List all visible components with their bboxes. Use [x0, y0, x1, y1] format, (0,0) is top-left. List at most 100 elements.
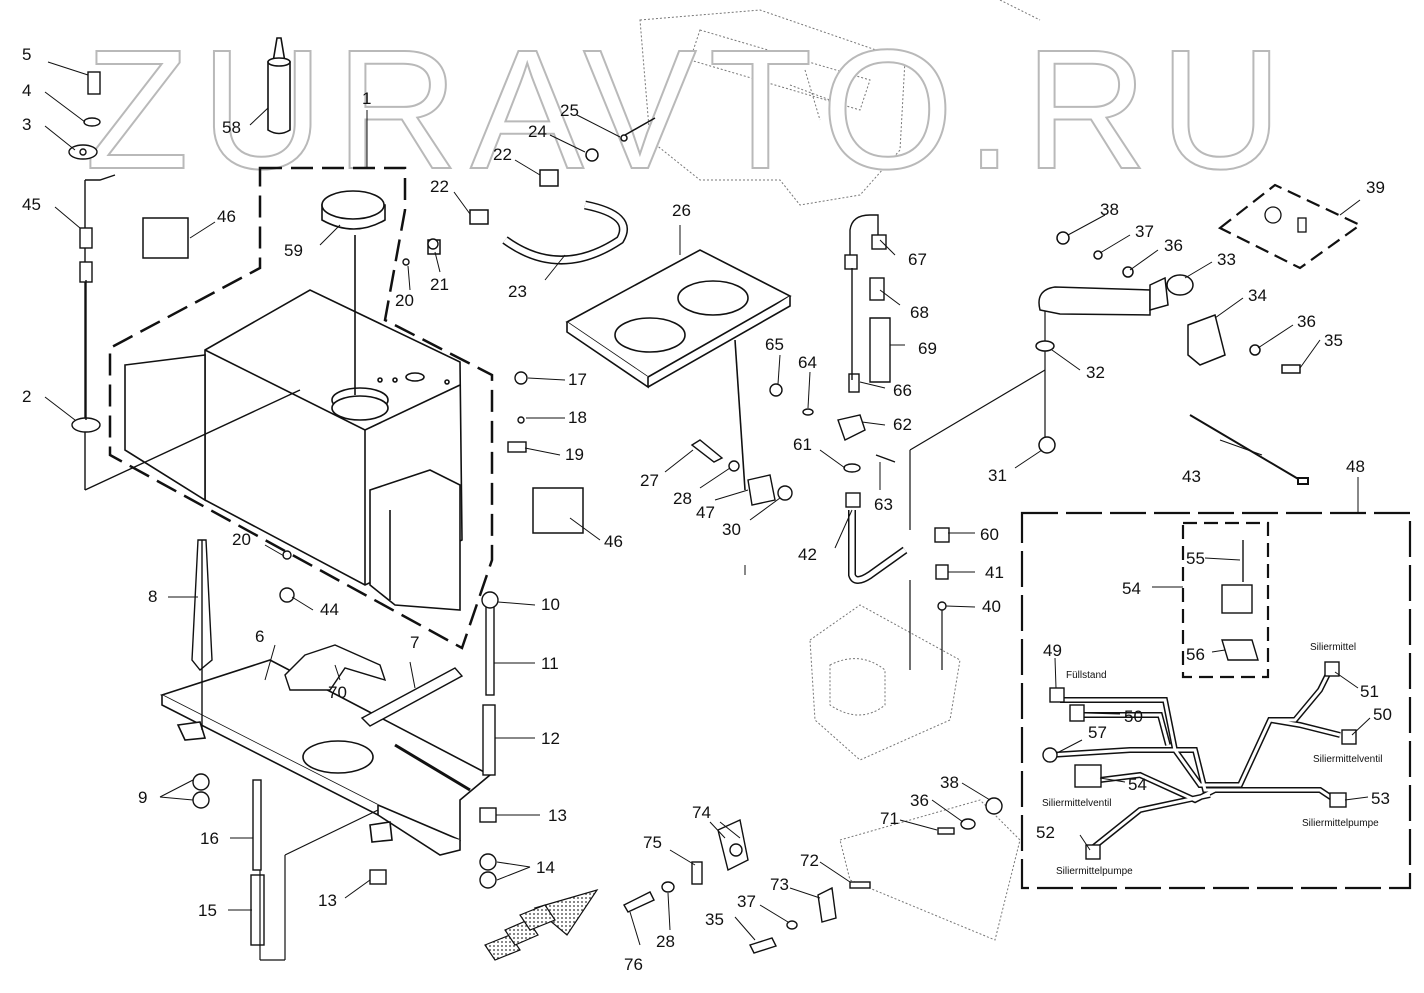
callout-16: 16 — [200, 829, 219, 848]
pipe-33 — [1035, 231, 1301, 454]
part-39-group — [1217, 183, 1363, 270]
harness-box-48 — [1020, 511, 1412, 890]
clamp-assembly-74 — [623, 797, 1003, 954]
label-siliermittelpumpe-left: Siliermittelpumpe — [1056, 866, 1133, 877]
callout-34: 34 — [1248, 286, 1267, 305]
label-siliermittelventil-right: Siliermittelventil — [1313, 754, 1382, 765]
callout-4: 4 — [22, 81, 31, 100]
callout-63: 63 — [874, 495, 893, 514]
callout-49: 49 — [1043, 641, 1062, 660]
callout-68: 68 — [910, 303, 929, 322]
callout-35-bottom: 35 — [705, 910, 724, 929]
callout-38-bottom: 38 — [940, 773, 959, 792]
ghost-tractor-body — [639, 0, 1041, 941]
part-46-pad-bottom — [532, 487, 584, 534]
callout-39: 39 — [1366, 178, 1385, 197]
harness-connectors — [1042, 540, 1357, 860]
callout-36-right: 36 — [1297, 312, 1316, 331]
callout-45: 45 — [22, 195, 41, 214]
callout-6: 6 — [255, 627, 264, 646]
callout-61: 61 — [793, 435, 812, 454]
callout-14: 14 — [536, 858, 555, 877]
harness-cables — [1049, 668, 1341, 853]
callout-46-top: 46 — [217, 207, 236, 226]
callout-56: 56 — [1186, 645, 1205, 664]
callout-1: 1 — [362, 89, 371, 108]
callout-22-right: 22 — [493, 145, 512, 164]
callout-73: 73 — [770, 875, 789, 894]
bracket-47 — [690, 439, 793, 506]
callout-numbers: 5 4 3 45 2 1 58 59 46 20 21 22 22 23 24 … — [22, 45, 1392, 974]
callout-35-right: 35 — [1324, 331, 1343, 350]
harness-cables-inner — [1049, 669, 1341, 852]
callout-57: 57 — [1088, 723, 1107, 742]
callout-20-bottom: 20 — [232, 530, 251, 549]
callout-25: 25 — [560, 101, 579, 120]
callout-13-right: 13 — [548, 806, 567, 825]
callout-64: 64 — [798, 353, 817, 372]
callout-13-left: 13 — [318, 891, 337, 910]
callout-72: 72 — [800, 851, 819, 870]
callout-8: 8 — [148, 587, 157, 606]
part-46-pad-top — [142, 217, 189, 259]
callout-5: 5 — [22, 45, 31, 64]
part-39-detail — [1264, 206, 1307, 233]
callout-27: 27 — [640, 471, 659, 490]
callout-44: 44 — [320, 600, 339, 619]
callout-66: 66 — [893, 381, 912, 400]
callout-37-top: 37 — [1135, 222, 1154, 241]
tray-26 — [565, 249, 792, 491]
callout-21: 21 — [430, 275, 449, 294]
callout-12: 12 — [541, 729, 560, 748]
label-fuellstand: Füllstand — [1066, 670, 1107, 681]
callout-leaders — [44, 61, 1371, 946]
callout-11: 11 — [541, 654, 559, 673]
callout-50-right: 50 — [1373, 705, 1392, 724]
callout-65: 65 — [765, 335, 784, 354]
callout-55: 55 — [1186, 549, 1205, 568]
level-sensor-assembly — [68, 71, 301, 491]
rods — [191, 539, 496, 946]
direction-arrow — [484, 888, 599, 961]
callout-33: 33 — [1217, 250, 1236, 269]
callout-43: 43 — [1182, 467, 1201, 486]
callout-70: 70 — [328, 683, 347, 702]
label-siliermittel: Siliermittel — [1310, 642, 1356, 653]
label-siliermittelpumpe-right: Siliermittelpumpe — [1302, 818, 1379, 829]
callout-22-left: 22 — [430, 177, 449, 196]
callout-46-bottom: 46 — [604, 532, 623, 551]
callout-41: 41 — [985, 563, 1004, 582]
callout-38-top: 38 — [1100, 200, 1119, 219]
cable-tie-43 — [1189, 414, 1309, 485]
callout-37-bottom: 37 — [737, 892, 756, 911]
callout-69: 69 — [918, 339, 937, 358]
callout-36-bottom: 36 — [910, 791, 929, 810]
callout-32: 32 — [1086, 363, 1105, 382]
callout-71: 71 — [880, 809, 899, 828]
callout-18: 18 — [568, 408, 587, 427]
label-siliermittelventil-left: Siliermittelventil — [1042, 798, 1111, 809]
callout-9: 9 — [138, 788, 147, 807]
callout-47: 47 — [696, 503, 715, 522]
callout-28-bottom: 28 — [656, 932, 675, 951]
callout-10: 10 — [541, 595, 560, 614]
callout-59: 59 — [284, 241, 303, 260]
part-58-tube — [267, 37, 291, 135]
hose-42-assembly — [769, 383, 950, 611]
leader-lines-plate — [259, 809, 379, 961]
callout-3: 3 — [22, 115, 31, 134]
callout-60: 60 — [980, 525, 999, 544]
callout-74: 74 — [692, 803, 711, 822]
callout-54-top: 54 — [1122, 579, 1141, 598]
callout-17: 17 — [568, 370, 587, 389]
callout-48: 48 — [1346, 457, 1365, 476]
base-plate-6 — [159, 659, 492, 856]
callout-67: 67 — [908, 250, 927, 269]
pipe-66-69 — [844, 214, 891, 393]
callout-19: 19 — [565, 445, 584, 464]
callout-2: 2 — [22, 387, 31, 406]
callout-51: 51 — [1360, 682, 1379, 701]
callout-23: 23 — [508, 282, 527, 301]
